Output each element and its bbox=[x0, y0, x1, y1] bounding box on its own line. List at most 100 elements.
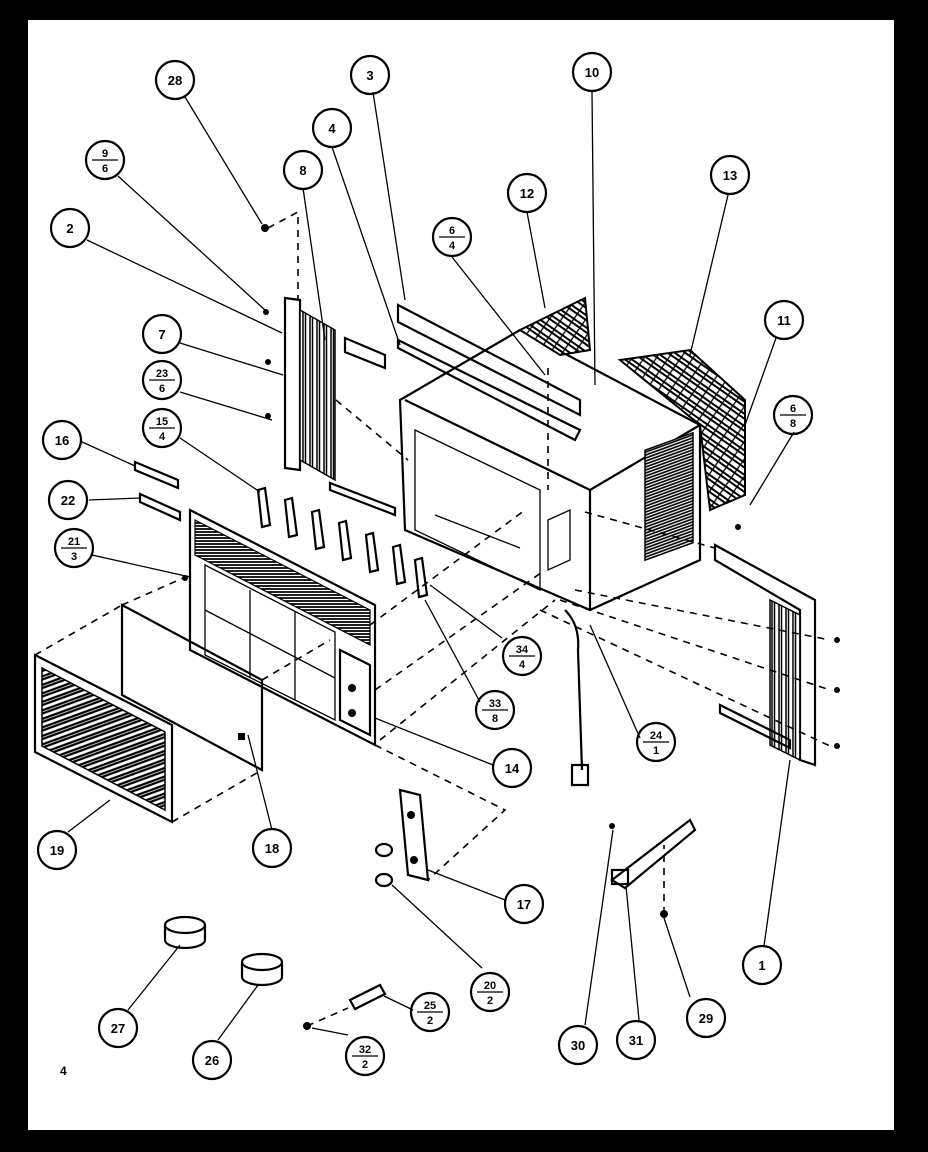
callout-32-2-top: 32 bbox=[359, 1044, 371, 1056]
callout-15-4[interactable]: 154 bbox=[141, 407, 183, 449]
callout-32-2-bottom: 2 bbox=[362, 1059, 368, 1071]
callout-30-label: 30 bbox=[571, 1038, 585, 1053]
callout-23-6-top: 23 bbox=[156, 368, 168, 380]
callout-13-label: 13 bbox=[723, 168, 737, 183]
top-rails bbox=[396, 303, 582, 442]
mounting-bracket bbox=[609, 818, 697, 918]
callout-21-3[interactable]: 213 bbox=[53, 527, 95, 569]
callout-6-8-bottom: 8 bbox=[790, 418, 796, 430]
screws bbox=[182, 224, 840, 749]
callout-25-2-top: 25 bbox=[424, 1000, 436, 1012]
callout-14-label: 14 bbox=[505, 761, 520, 776]
callout-2[interactable]: 2 bbox=[49, 207, 91, 249]
callout-23-6-bottom: 6 bbox=[159, 383, 165, 395]
callout-30[interactable]: 30 bbox=[557, 1024, 599, 1066]
shaft-and-screw bbox=[303, 983, 387, 1030]
callout-11[interactable]: 11 bbox=[763, 299, 805, 341]
callout-33-8-top: 33 bbox=[489, 698, 501, 710]
callout-15-4-bottom: 4 bbox=[159, 431, 166, 443]
callout-1-label: 1 bbox=[758, 958, 765, 973]
callout-34-4-top: 34 bbox=[516, 644, 529, 656]
callout-16[interactable]: 16 bbox=[41, 419, 83, 461]
callout-10[interactable]: 10 bbox=[571, 51, 613, 93]
callout-31-label: 31 bbox=[629, 1033, 643, 1048]
callout-20-2-bottom: 2 bbox=[487, 995, 493, 1007]
air-filter bbox=[120, 603, 264, 772]
callout-3-label: 3 bbox=[366, 68, 373, 83]
callout-6-8[interactable]: 68 bbox=[772, 394, 814, 436]
callout-3[interactable]: 3 bbox=[349, 54, 391, 96]
callout-21-3-top: 21 bbox=[68, 536, 80, 548]
callout-19[interactable]: 19 bbox=[36, 829, 78, 871]
callout-6-8-top: 6 bbox=[790, 403, 796, 415]
callout-1[interactable]: 1 bbox=[741, 944, 783, 986]
callout-24-1-bottom: 1 bbox=[653, 745, 659, 757]
callout-4[interactable]: 4 bbox=[311, 107, 353, 149]
diagram-sheet bbox=[28, 20, 894, 1130]
callout-8-label: 8 bbox=[299, 163, 306, 178]
callout-20-2-top: 20 bbox=[484, 980, 496, 992]
power-cord bbox=[564, 609, 590, 787]
knobs bbox=[163, 915, 284, 987]
callout-31[interactable]: 31 bbox=[615, 1019, 657, 1061]
callout-8[interactable]: 8 bbox=[282, 149, 324, 191]
callout-18-label: 18 bbox=[265, 841, 279, 856]
callout-6-4a-bottom: 4 bbox=[449, 240, 456, 252]
callout-29[interactable]: 29 bbox=[685, 997, 727, 1039]
callout-21-3-bottom: 3 bbox=[71, 551, 77, 563]
callout-25-2[interactable]: 252 bbox=[409, 991, 451, 1033]
callout-22[interactable]: 22 bbox=[47, 479, 89, 521]
callout-16-label: 16 bbox=[55, 433, 69, 448]
front-frame bbox=[188, 508, 377, 747]
callout-6-4a-top: 6 bbox=[449, 225, 455, 237]
callout-19-label: 19 bbox=[50, 843, 64, 858]
callout-20-2[interactable]: 202 bbox=[469, 971, 511, 1013]
cabinet-wrapper bbox=[398, 296, 746, 612]
callout-26-label: 26 bbox=[205, 1053, 219, 1068]
callout-23-6[interactable]: 236 bbox=[141, 359, 183, 401]
callout-33-8-bottom: 8 bbox=[492, 713, 498, 725]
callout-7[interactable]: 7 bbox=[141, 313, 183, 355]
callout-9-6-bottom: 6 bbox=[102, 163, 108, 175]
callout-14[interactable]: 14 bbox=[491, 747, 533, 789]
callout-2-label: 2 bbox=[66, 221, 73, 236]
callout-32-2[interactable]: 322 bbox=[344, 1035, 386, 1077]
callout-33-8[interactable]: 338 bbox=[474, 689, 516, 731]
callout-4-label: 4 bbox=[328, 121, 336, 136]
callout-27[interactable]: 27 bbox=[97, 1007, 139, 1049]
callout-25-2-bottom: 2 bbox=[427, 1015, 433, 1027]
part-drawings bbox=[33, 91, 840, 1041]
page-number: 4 bbox=[60, 1064, 67, 1078]
leader-lines bbox=[67, 91, 795, 1041]
callout-18[interactable]: 18 bbox=[251, 827, 293, 869]
filter-clips bbox=[133, 460, 182, 522]
callout-24-1[interactable]: 241 bbox=[635, 721, 677, 763]
callout-10-label: 10 bbox=[585, 65, 599, 80]
callout-13[interactable]: 13 bbox=[709, 154, 751, 196]
callout-9-6-top: 9 bbox=[102, 148, 108, 160]
callout-27-label: 27 bbox=[111, 1021, 125, 1036]
callout-11-label: 11 bbox=[777, 313, 791, 328]
callout-34-4[interactable]: 344 bbox=[501, 635, 543, 677]
control-bracket bbox=[374, 788, 430, 888]
callout-17-label: 17 bbox=[517, 897, 531, 912]
callout-24-1-top: 24 bbox=[650, 730, 663, 742]
left-side-panel bbox=[283, 296, 397, 517]
callout-26[interactable]: 26 bbox=[191, 1039, 233, 1081]
callouts: 28 3 10 4 8 96 12 13 2 64 11 7 236 68 15… bbox=[36, 51, 814, 1081]
callout-29-label: 29 bbox=[699, 1011, 713, 1026]
louver-blades bbox=[256, 486, 429, 599]
callout-9-6[interactable]: 96 bbox=[84, 139, 126, 181]
front-grille bbox=[33, 653, 174, 824]
callout-12-label: 12 bbox=[520, 186, 534, 201]
callout-15-4-top: 15 bbox=[156, 416, 168, 428]
callout-7-label: 7 bbox=[158, 327, 165, 342]
callout-28[interactable]: 28 bbox=[154, 59, 196, 101]
callout-34-4-bottom: 4 bbox=[519, 659, 526, 671]
callout-6-4a[interactable]: 64 bbox=[431, 216, 473, 258]
callout-28-label: 28 bbox=[168, 73, 182, 88]
callout-17[interactable]: 17 bbox=[503, 883, 545, 925]
callout-12[interactable]: 12 bbox=[506, 172, 548, 214]
